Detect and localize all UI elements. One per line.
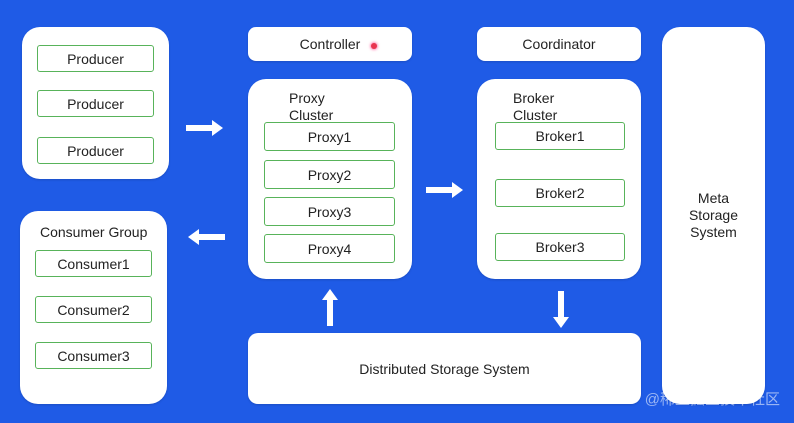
proxy-cluster-panel: Proxy Cluster Proxy1 Proxy2 Proxy3 Proxy… (248, 79, 412, 279)
consumer-box-1: Consumer1 (35, 250, 152, 277)
broker-cluster-panel: Broker Cluster Broker1 Broker2 Broker3 (477, 79, 641, 279)
proxy-box-1: Proxy1 (264, 122, 395, 151)
arrow-storage-to-proxy (322, 289, 338, 326)
controller-box: Controller (248, 27, 412, 61)
broker-box-3: Broker3 (495, 233, 625, 261)
arrow-broker-to-storage (553, 291, 569, 328)
controller-indicator-dot (371, 43, 377, 49)
consumer-box-3: Consumer3 (35, 342, 152, 369)
watermark: @稀土掘金技术社区 (644, 391, 780, 408)
broker-box-2: Broker2 (495, 179, 625, 207)
arrow-proxy-to-consumer (188, 229, 225, 245)
producer-box-1: Producer (37, 45, 154, 72)
proxy-box-2: Proxy2 (264, 160, 395, 189)
broker-box-1: Broker1 (495, 122, 625, 150)
consumer-box-2: Consumer2 (35, 296, 152, 323)
producer-box-2: Producer (37, 90, 154, 117)
arrow-proxy-to-broker (426, 182, 463, 198)
broker-cluster-title: Broker Cluster (513, 90, 558, 123)
coordinator-box: Coordinator (477, 27, 641, 61)
controller-label: Controller (299, 36, 361, 52)
producer-panel: Producer Producer Producer (22, 27, 169, 179)
consumer-group-panel: Consumer Group Consumer1 Consumer2 Consu… (20, 211, 167, 404)
proxy-cluster-title: Proxy Cluster (289, 90, 334, 123)
proxy-box-3: Proxy3 (264, 197, 395, 226)
producer-box-3: Producer (37, 137, 154, 164)
proxy-box-4: Proxy4 (264, 234, 395, 263)
coordinator-label: Coordinator (522, 36, 596, 52)
meta-storage-label: Meta Storage System (688, 190, 739, 240)
distributed-storage-panel: Distributed Storage System (248, 333, 641, 404)
meta-storage-panel: Meta Storage System (662, 27, 765, 404)
arrow-producer-to-proxy (186, 120, 223, 136)
distributed-storage-label: Distributed Storage System (359, 360, 530, 377)
consumer-group-title: Consumer Group (40, 224, 148, 240)
